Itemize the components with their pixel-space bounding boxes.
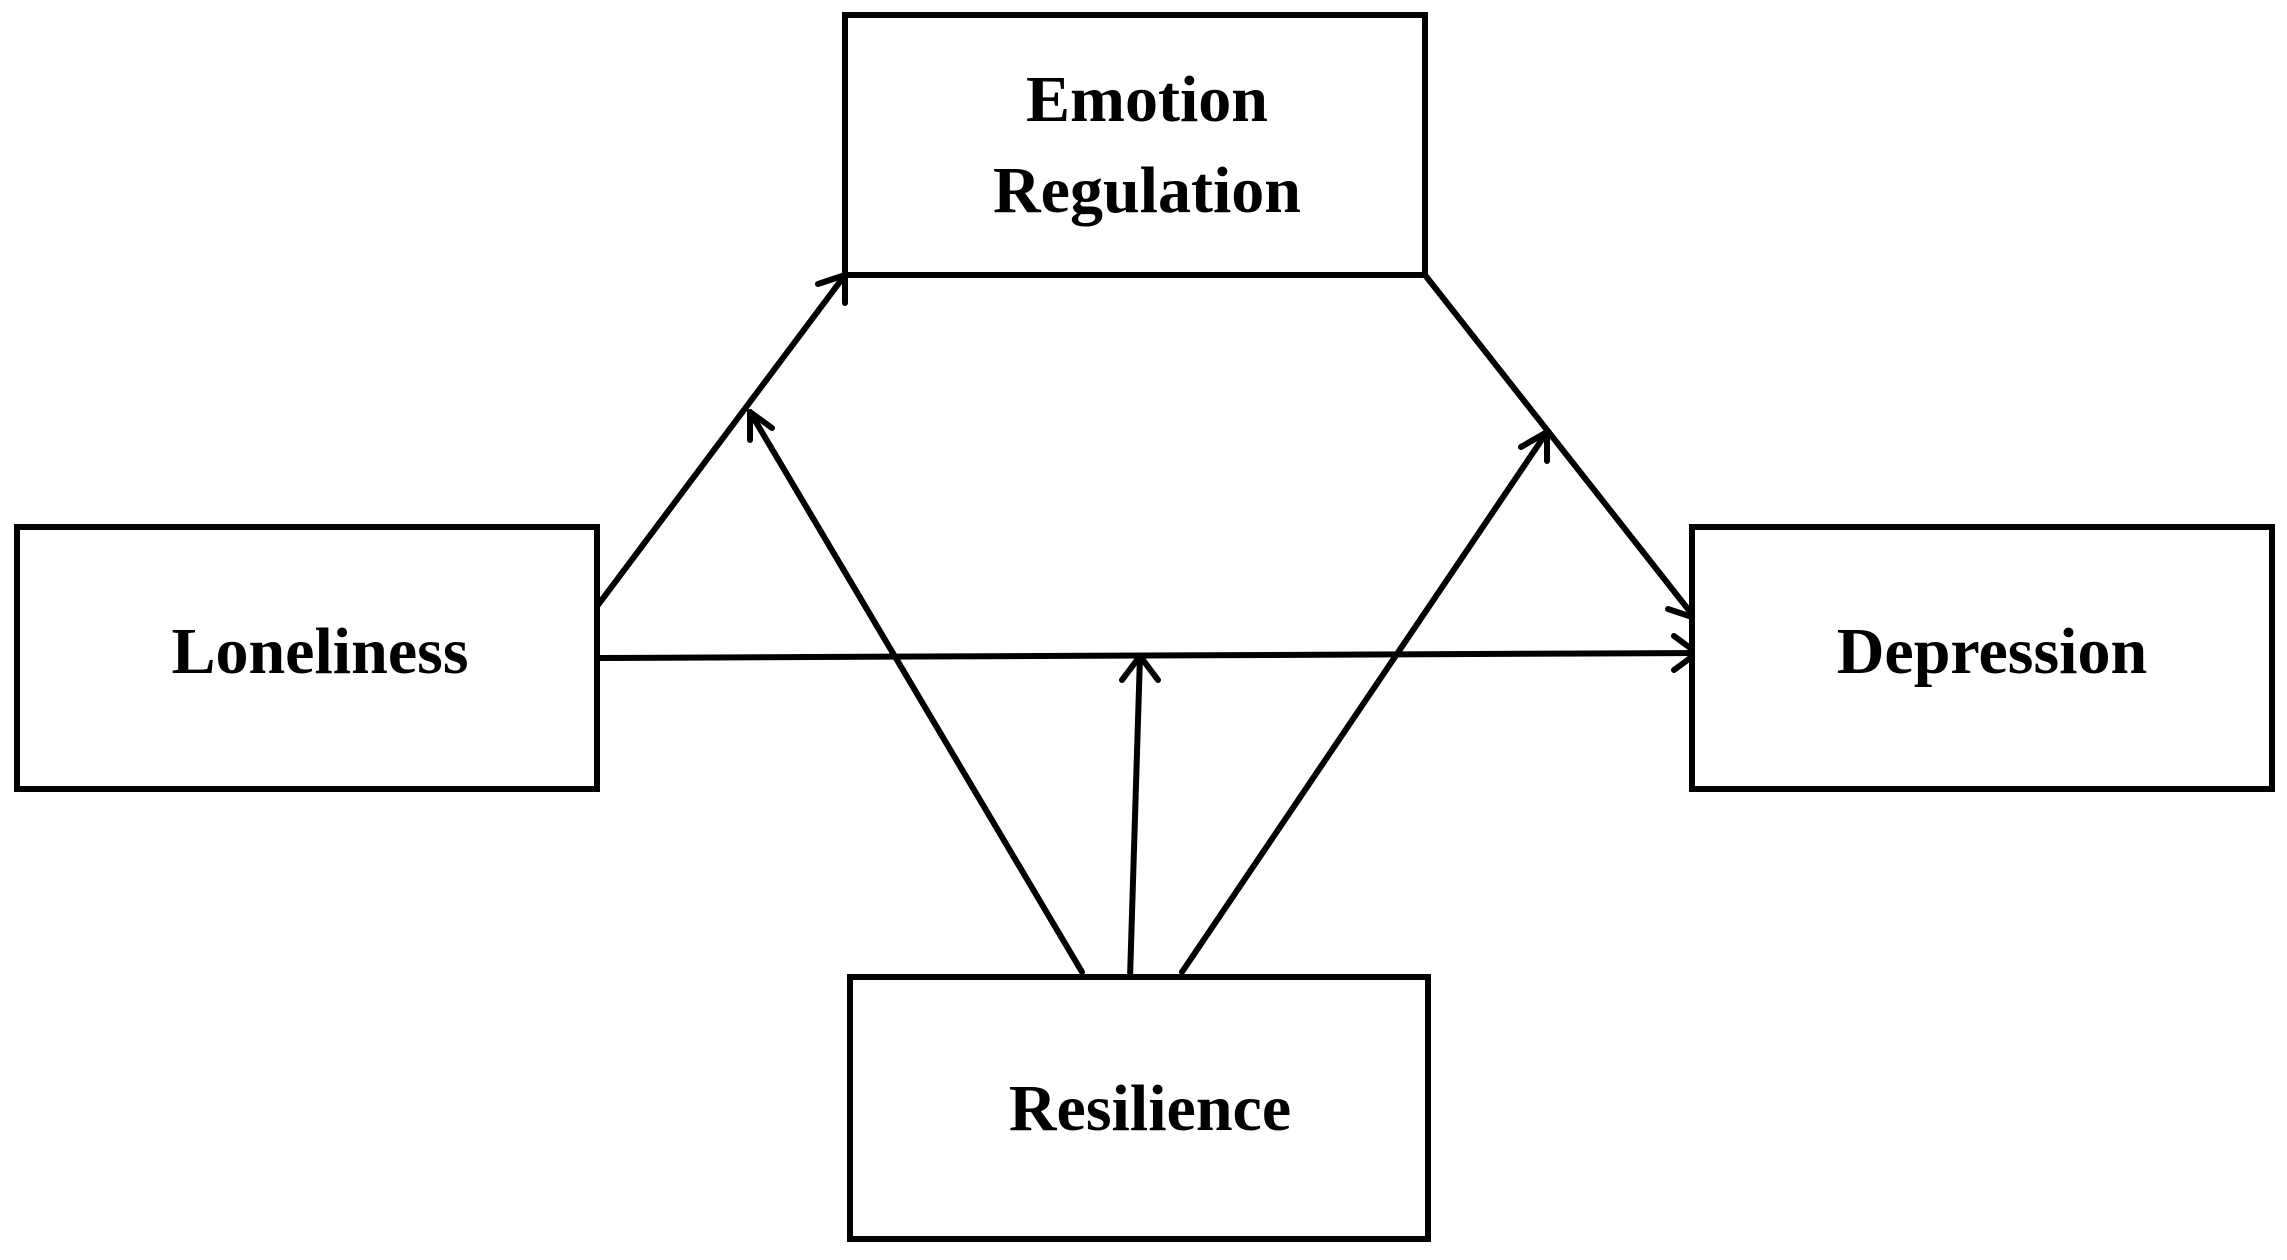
depression-label: Depression — [1837, 615, 2147, 688]
edge-resilience-to-path-a — [747, 409, 1085, 975]
node-resilience: Resilience — [847, 974, 1431, 1242]
node-loneliness: Loneliness — [14, 524, 600, 792]
edge-loneliness-to-emotion-regulation — [595, 272, 848, 608]
edge-resilience-to-path-c — [1119, 653, 1161, 981]
edges — [595, 272, 1700, 981]
emotion-regulation-label-line2: Regulation — [993, 154, 1301, 227]
node-depression: Depression — [1689, 524, 2275, 792]
edge-resilience-to-path-b — [1179, 429, 1550, 975]
loneliness-label: Loneliness — [171, 615, 468, 688]
node-emotion-regulation: Emotion Regulation — [842, 12, 1428, 278]
emotion-regulation-label-line1: Emotion — [1026, 63, 1268, 136]
arrowhead-icon — [1518, 429, 1550, 464]
arrowhead-icon — [747, 409, 775, 443]
edge-emotion-regulation-to-depression — [1422, 272, 1698, 621]
resilience-label: Resilience — [1009, 1072, 1291, 1145]
arrowhead-icon — [1119, 653, 1161, 683]
